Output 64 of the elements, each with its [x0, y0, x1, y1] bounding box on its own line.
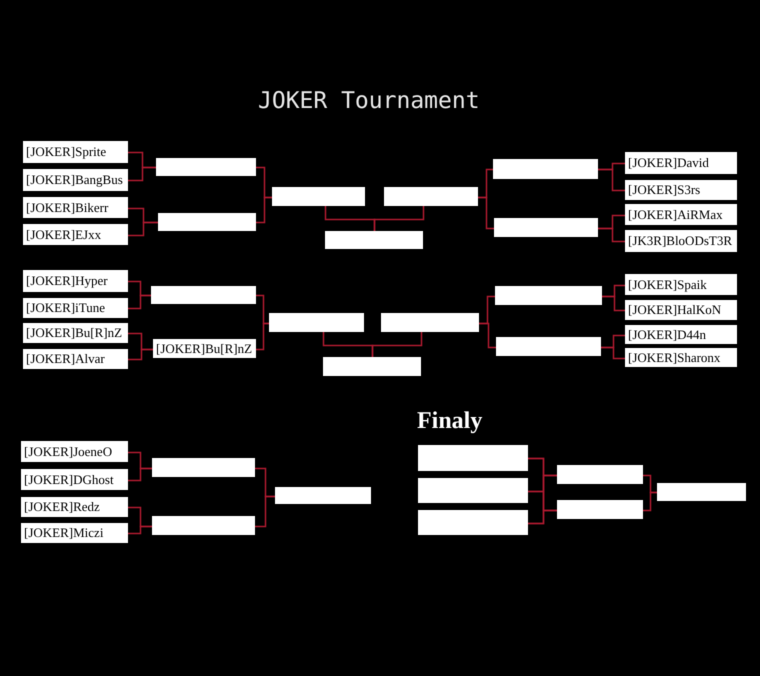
empty-bracket-slot	[495, 286, 602, 305]
player-name-slot: [JOKER]Alvar	[23, 349, 128, 369]
player-name-slot: [JOKER]JoeneO	[21, 441, 128, 462]
empty-bracket-slot	[557, 465, 643, 484]
bracket-line	[128, 294, 151, 310]
player-name-slot: [JOKER]iTune	[23, 298, 128, 318]
empty-bracket-slot	[275, 487, 371, 504]
bracket-line	[128, 166, 156, 182]
player-name-slot: [JOKER]Sharonx	[625, 348, 737, 367]
player-name-slot: [JOKER]DGhost	[21, 469, 128, 490]
title: JOKER Tournament	[258, 88, 480, 114]
bracket-line	[598, 168, 625, 192]
player-name-slot: [JOKER]David	[625, 152, 737, 174]
player-name-slot: [JOKER]Bu[R]nZ	[153, 339, 256, 358]
player-name-slot: [JOKER]EJxx	[23, 224, 128, 245]
empty-bracket-slot	[152, 516, 255, 535]
player-name-slot: [JOKER]Miczi	[21, 523, 128, 543]
empty-bracket-slot	[158, 213, 256, 231]
bracket-line	[256, 322, 269, 350]
empty-bracket-slot	[156, 158, 256, 176]
empty-bracket-slot	[151, 286, 256, 304]
empty-bracket-slot	[557, 500, 643, 519]
empty-bracket-slot	[494, 218, 598, 237]
player-name-slot: [JOKER]Sprite	[23, 141, 128, 163]
empty-bracket-slot	[381, 313, 479, 332]
bracket-line	[601, 346, 625, 360]
player-name-slot: [JOKER]Bikerr	[23, 197, 128, 218]
empty-bracket-slot	[493, 159, 598, 179]
bracket-line	[128, 526, 152, 534]
bracket-line	[256, 196, 272, 224]
player-name-slot: [JOKER]AiRMax	[625, 204, 737, 225]
player-name-slot: [JOKER]BangBus	[23, 169, 128, 191]
player-name-slot: [JOKER]HalKoN	[625, 300, 737, 320]
empty-bracket-slot	[657, 483, 746, 501]
player-name-slot: [JK3R]BloODsT3R	[625, 230, 737, 252]
empty-bracket-slot	[418, 445, 528, 471]
bracket-line	[478, 196, 494, 230]
bracket-line	[602, 296, 625, 312]
player-name-slot: [JOKER]S3rs	[625, 180, 737, 200]
empty-bracket-slot	[152, 458, 255, 477]
empty-bracket-slot	[272, 187, 365, 206]
empty-bracket-slot	[418, 478, 528, 503]
player-name-slot: [JOKER]Spaik	[625, 274, 737, 295]
empty-bracket-slot	[496, 337, 601, 356]
bracket-line	[598, 228, 625, 242]
player-name-slot: [JOKER]D44n	[625, 325, 737, 344]
empty-bracket-slot	[418, 510, 528, 535]
section-heading: Finaly	[417, 408, 482, 435]
bracket-line	[643, 492, 657, 512]
bracket-line	[128, 468, 152, 482]
empty-bracket-slot	[325, 231, 423, 249]
empty-bracket-slot	[323, 357, 421, 376]
bracket-line	[128, 348, 153, 360]
player-name-slot: [JOKER]Redz	[21, 497, 128, 517]
bracket-line	[374, 206, 424, 231]
player-name-slot: [JOKER]Bu[R]nZ	[23, 323, 128, 343]
empty-bracket-slot	[384, 187, 478, 206]
bracket-line	[255, 496, 275, 528]
bracket-line	[372, 332, 422, 357]
player-name-slot: [JOKER]Hyper	[23, 270, 128, 292]
bracket-line	[128, 222, 158, 236]
bracket-line	[479, 322, 496, 348]
empty-bracket-slot	[269, 313, 364, 332]
bracket-line	[528, 510, 557, 524]
